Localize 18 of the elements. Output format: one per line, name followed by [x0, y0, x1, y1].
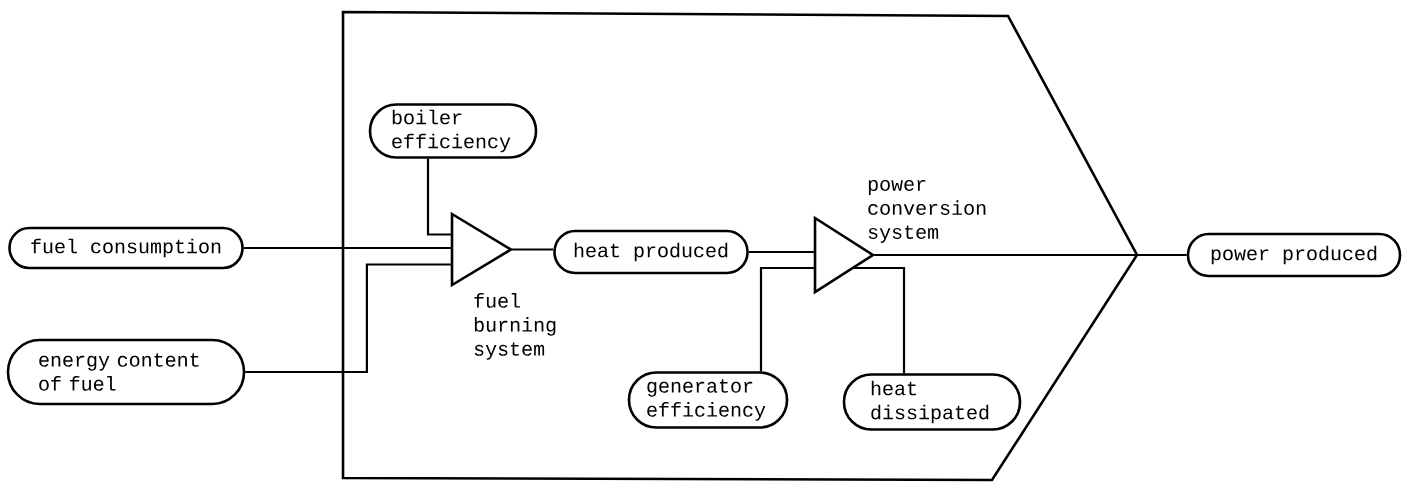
connector-line	[245, 263, 451, 374]
connector-line	[243, 246, 451, 250]
connector-line	[512, 248, 554, 251]
rounded-box: heat dissipated	[842, 373, 1022, 431]
rounded-box: generator efficiency	[627, 371, 789, 429]
connector-line	[748, 250, 814, 254]
rounded-box: heat produced	[553, 229, 749, 275]
rounded-box: boiler efficiency	[368, 103, 538, 159]
rounded-box: power produced	[1186, 232, 1402, 278]
system-boundary	[341, 10, 1139, 482]
connector-line	[759, 266, 814, 372]
node-label: fuel burning system	[474, 293, 556, 360]
node-label: power conversion system	[868, 179, 986, 243]
connector-line	[874, 253, 1187, 257]
connector-line	[852, 266, 906, 374]
rounded-box: energy content of fuel	[6, 338, 246, 406]
connector-line	[426, 158, 451, 236]
rounded-box: fuel consumption	[8, 226, 244, 270]
